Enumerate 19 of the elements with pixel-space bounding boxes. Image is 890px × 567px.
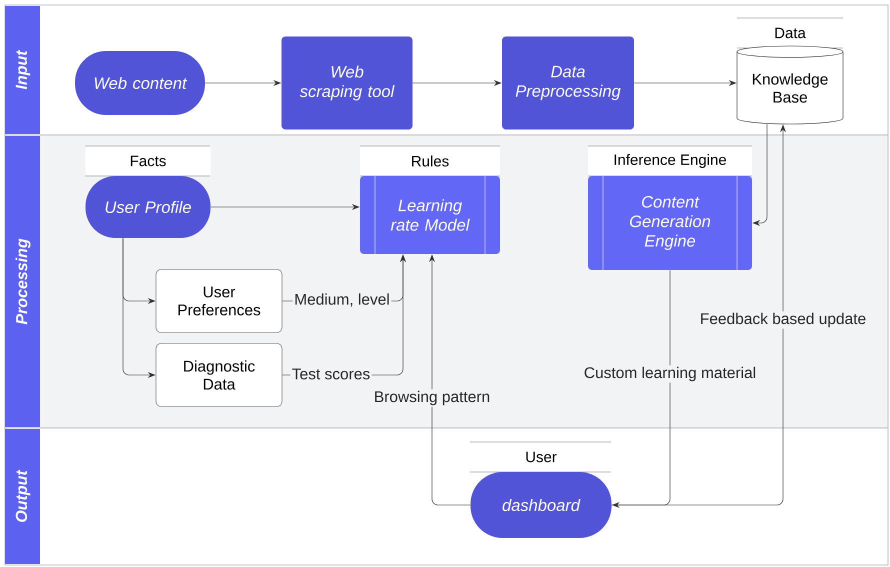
- edge-label: Browsing pattern: [372, 389, 492, 407]
- terminal-node: User dashboard: [470, 442, 612, 538]
- data-box: Diagnostic Data: [156, 343, 282, 407]
- edge-label: Medium, level: [292, 292, 392, 308]
- edge-label: Feedback based update: [698, 311, 868, 329]
- node-label: Inference Engine: [614, 154, 726, 168]
- predefined-process-box: Inference Engine Content Generation Engine: [588, 146, 752, 270]
- process-box: Web scraping tool: [282, 36, 412, 130]
- node-label: Facts: [130, 156, 166, 166]
- data-box: User Preferences: [156, 269, 282, 333]
- terminal-node: Web content: [75, 51, 205, 115]
- edge-label: Custom learning material: [582, 365, 758, 383]
- predefined-process-box: Rules Learning rate Model: [360, 146, 500, 254]
- edge-label: Test scores: [290, 367, 372, 381]
- node-label: User: [526, 452, 557, 462]
- database-cylinder: Data Knowledge Base: [736, 18, 844, 124]
- terminal-node: Facts User Profile: [84, 146, 210, 238]
- node-label: Rules: [412, 155, 449, 167]
- process-box: Data Preprocessing: [502, 36, 634, 130]
